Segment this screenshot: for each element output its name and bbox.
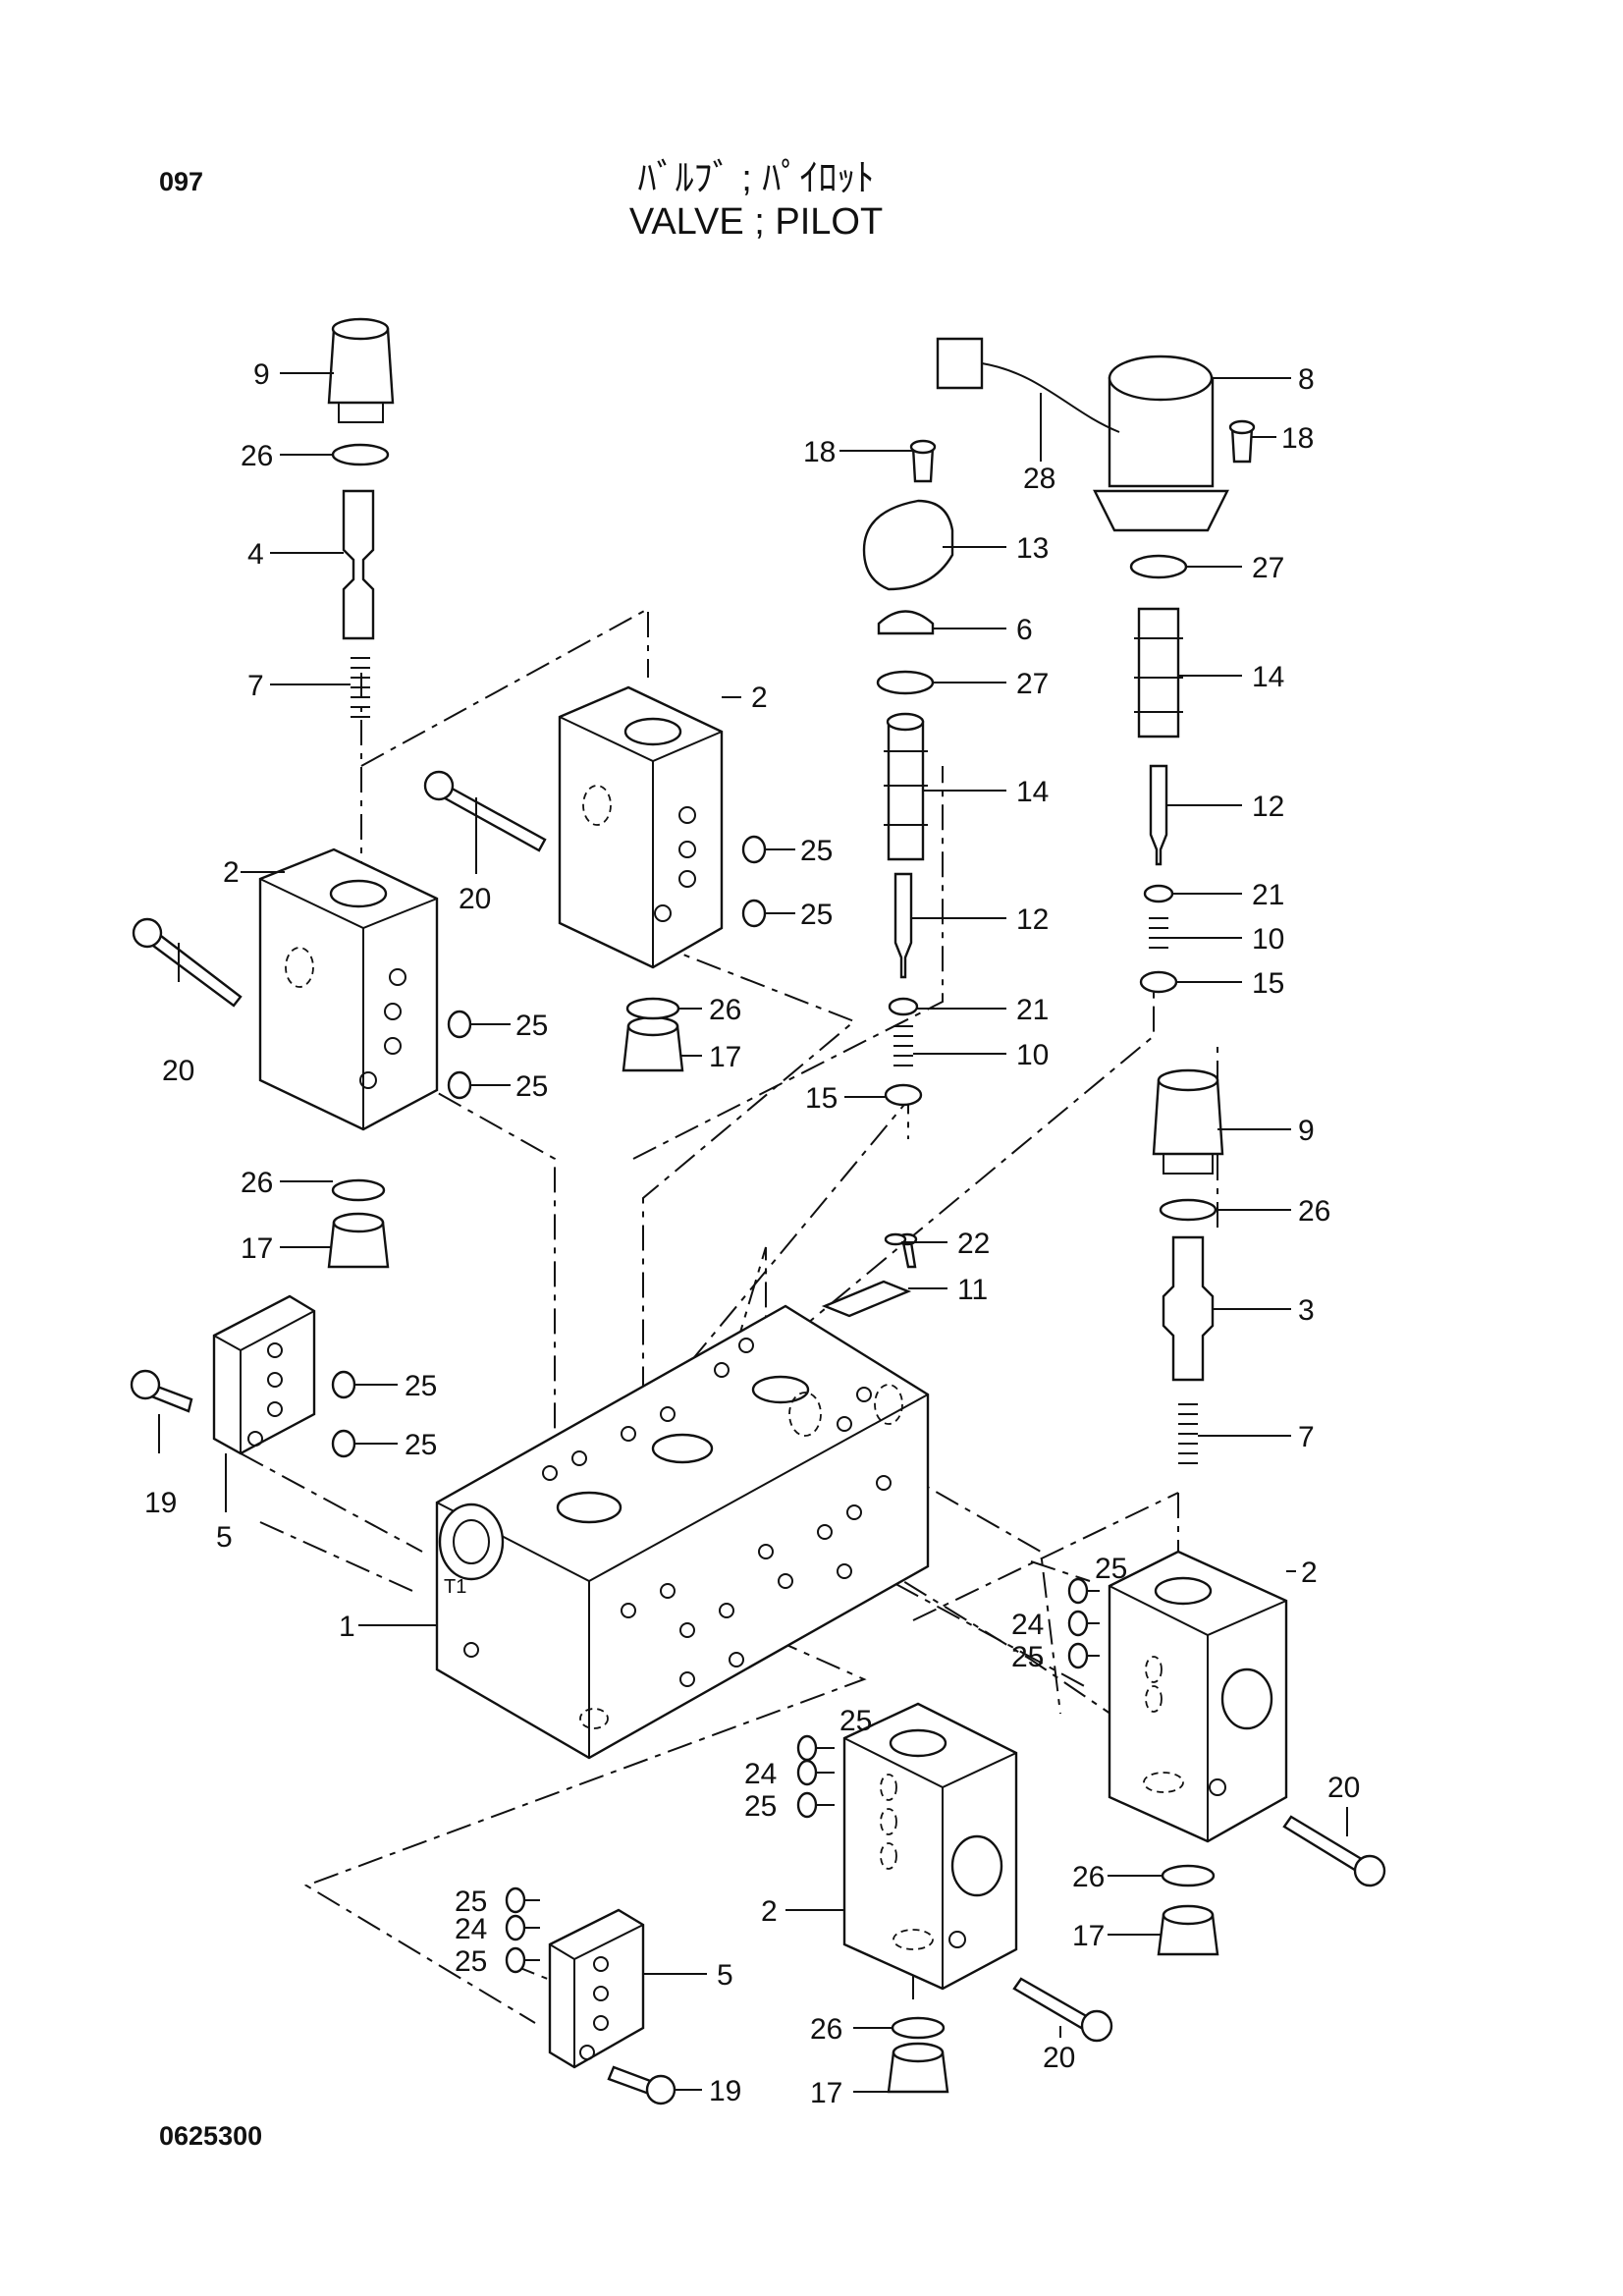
- leader-lines: [158, 372, 1348, 2093]
- callout-7: 7: [247, 670, 264, 702]
- callout-25: 25: [1011, 1641, 1044, 1673]
- callout-28: 28: [1023, 463, 1055, 495]
- callout-26: 26: [1298, 1195, 1330, 1228]
- callout-26: 26: [709, 994, 741, 1026]
- callout-7: 7: [1298, 1421, 1315, 1453]
- callout-12: 12: [1252, 791, 1284, 823]
- callout-2: 2: [761, 1895, 778, 1928]
- valve-block-left: [258, 847, 439, 1131]
- callout-15: 15: [805, 1082, 838, 1115]
- callout-20: 20: [162, 1055, 194, 1087]
- callout-19: 19: [144, 1487, 177, 1519]
- callout-25: 25: [800, 835, 833, 867]
- callout-20: 20: [1327, 1772, 1360, 1804]
- left-cover-lower: [548, 1908, 645, 2069]
- callout-2: 2: [751, 682, 768, 714]
- callout-17: 17: [810, 2077, 842, 2109]
- callout-25: 25: [515, 1010, 548, 1042]
- callout-14: 14: [1016, 776, 1049, 808]
- callout-20: 20: [459, 883, 491, 915]
- valve-block-right: [1108, 1550, 1288, 1843]
- main-body: T1: [435, 1304, 930, 1760]
- callout-26: 26: [1072, 1861, 1105, 1893]
- callout-22: 22: [957, 1228, 990, 1260]
- callout-2: 2: [223, 856, 240, 889]
- callout-25: 25: [839, 1705, 872, 1737]
- callout-25: 25: [405, 1429, 437, 1461]
- title-english: VALVE ; PILOT: [628, 201, 884, 243]
- callout-2: 2: [1301, 1557, 1318, 1589]
- assembly-lines: [240, 607, 1218, 2024]
- callout-15: 15: [1252, 967, 1284, 1000]
- callout-12: 12: [1016, 903, 1049, 936]
- callout-25: 25: [515, 1070, 548, 1103]
- callout-18: 18: [803, 436, 836, 468]
- callout-19: 19: [709, 2075, 741, 2107]
- callout-17: 17: [709, 1041, 741, 1073]
- callout-24: 24: [455, 1913, 487, 1945]
- callout-8: 8: [1298, 363, 1315, 396]
- callout-11: 11: [957, 1274, 988, 1306]
- callout-6: 6: [1016, 614, 1033, 646]
- callout-9: 9: [1298, 1115, 1315, 1147]
- callout-25: 25: [455, 1945, 487, 1978]
- callout-26: 26: [241, 440, 273, 472]
- callout-17: 17: [1072, 1920, 1105, 1952]
- callout-17: 17: [241, 1232, 273, 1265]
- part-number-labels: 9 26 4 7 2 20 25 25 26 17 2 20 25 25 26 …: [144, 358, 1360, 2109]
- section-code: 097: [159, 167, 204, 196]
- callout-27: 27: [1016, 668, 1049, 700]
- callout-27: 27: [1252, 552, 1284, 584]
- callout-21: 21: [1252, 879, 1284, 911]
- callout-25: 25: [455, 1886, 487, 1918]
- callout-9: 9: [253, 358, 270, 391]
- callout-13: 13: [1016, 532, 1049, 565]
- callout-21: 21: [1016, 994, 1049, 1026]
- callout-26: 26: [241, 1167, 273, 1199]
- left-cover-upper: [212, 1294, 316, 1455]
- callout-25: 25: [744, 1790, 777, 1823]
- callout-26: 26: [810, 2013, 842, 2046]
- callout-24: 24: [744, 1758, 777, 1790]
- callout-4: 4: [247, 538, 264, 571]
- callout-18: 18: [1281, 422, 1314, 455]
- bolts: [130, 770, 1386, 2105]
- port-mark-t1: T1: [444, 1576, 466, 1598]
- callout-1: 1: [339, 1611, 355, 1643]
- title-japanese: ﾊﾞﾙﾌﾞ ; ﾊﾟｲﾛｯﾄ: [637, 158, 875, 199]
- callout-5: 5: [717, 1959, 733, 1992]
- callout-14: 14: [1252, 661, 1284, 693]
- fittings: [327, 317, 1256, 2094]
- callout-10: 10: [1252, 923, 1284, 956]
- valve-block-bottom: [842, 1702, 1018, 1991]
- callout-24: 24: [1011, 1609, 1044, 1641]
- callout-5: 5: [216, 1521, 233, 1554]
- callout-10: 10: [1016, 1039, 1049, 1071]
- drawing-number: 0625300: [159, 2121, 263, 2151]
- callout-20: 20: [1043, 2042, 1075, 2074]
- callout-25: 25: [800, 899, 833, 931]
- callout-25: 25: [1095, 1553, 1127, 1585]
- callout-3: 3: [1298, 1294, 1315, 1327]
- valve-block-upper: [558, 685, 724, 969]
- callout-25: 25: [405, 1370, 437, 1402]
